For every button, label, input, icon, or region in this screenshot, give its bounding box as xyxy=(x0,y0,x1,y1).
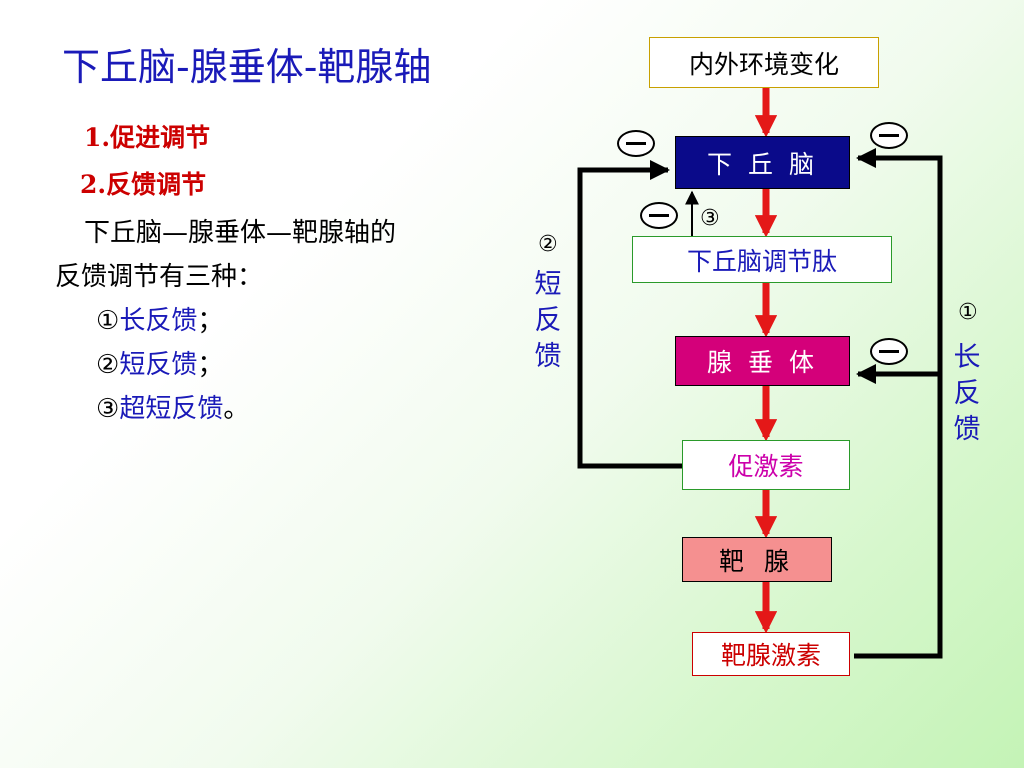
feedback-short-label: 短反馈 xyxy=(119,350,198,380)
hypothalamus-box: 下 丘 脑 xyxy=(675,136,850,189)
feedback-long-semicolon: ； xyxy=(197,306,224,336)
ultra-short-feedback-number: ③ xyxy=(700,206,720,231)
tropic-hormone-box: 促激素 xyxy=(682,440,850,490)
feedback-ultra-period: 。 xyxy=(223,394,250,424)
paragraph-line-2: 反馈调节有三种： xyxy=(55,262,264,292)
long-feedback-vertical-label: 长反馈 xyxy=(953,342,981,445)
long-feedback-number: ① xyxy=(958,300,978,325)
env-change-box: 内外环境变化 xyxy=(649,37,879,88)
inhibition-minus-icon-long-pituitary xyxy=(870,338,908,365)
target-gland-box: 靶 腺 xyxy=(682,537,832,582)
feedback-short-num: ② xyxy=(96,350,120,380)
inhibition-minus-icon-long-hypothalamus xyxy=(870,122,908,149)
long-feedback-loop-hypothalamus xyxy=(854,148,943,659)
short-feedback-vertical-label: 短反馈 xyxy=(534,269,562,372)
short-feedback-loop xyxy=(577,160,682,469)
feedback-item-ultra-short: ③超短反馈。 xyxy=(96,388,249,425)
feedback-item-short: ②短反馈； xyxy=(96,344,223,381)
page-title: 下丘脑-腺垂体-靶腺轴 xyxy=(62,45,432,89)
feedback-ultra-num: ③ xyxy=(96,394,120,424)
feedback-long-num: ① xyxy=(96,306,120,336)
feedback-short-semicolon: ； xyxy=(197,350,224,380)
target-hormone-box: 靶腺激素 xyxy=(692,632,850,676)
hypothalamic-peptide-box: 下丘脑调节肽 xyxy=(632,236,892,283)
inhibition-minus-icon-ultra-short xyxy=(640,202,678,229)
inhibition-minus-icon-short xyxy=(617,130,655,157)
item-feedback-regulation: 2.反馈调节 xyxy=(80,170,207,199)
feedback-long-label: 长反馈 xyxy=(119,306,198,336)
pituitary-box: 腺 垂 体 xyxy=(675,336,850,386)
short-feedback-number: ② xyxy=(538,232,558,257)
feedback-ultra-label: 超短反馈 xyxy=(119,394,224,424)
feedback-item-long: ①长反馈； xyxy=(96,300,223,337)
paragraph-line-1: 下丘脑—腺垂体—靶腺轴的 xyxy=(84,218,397,248)
item-promote-regulation: 1.促进调节 xyxy=(84,123,211,152)
